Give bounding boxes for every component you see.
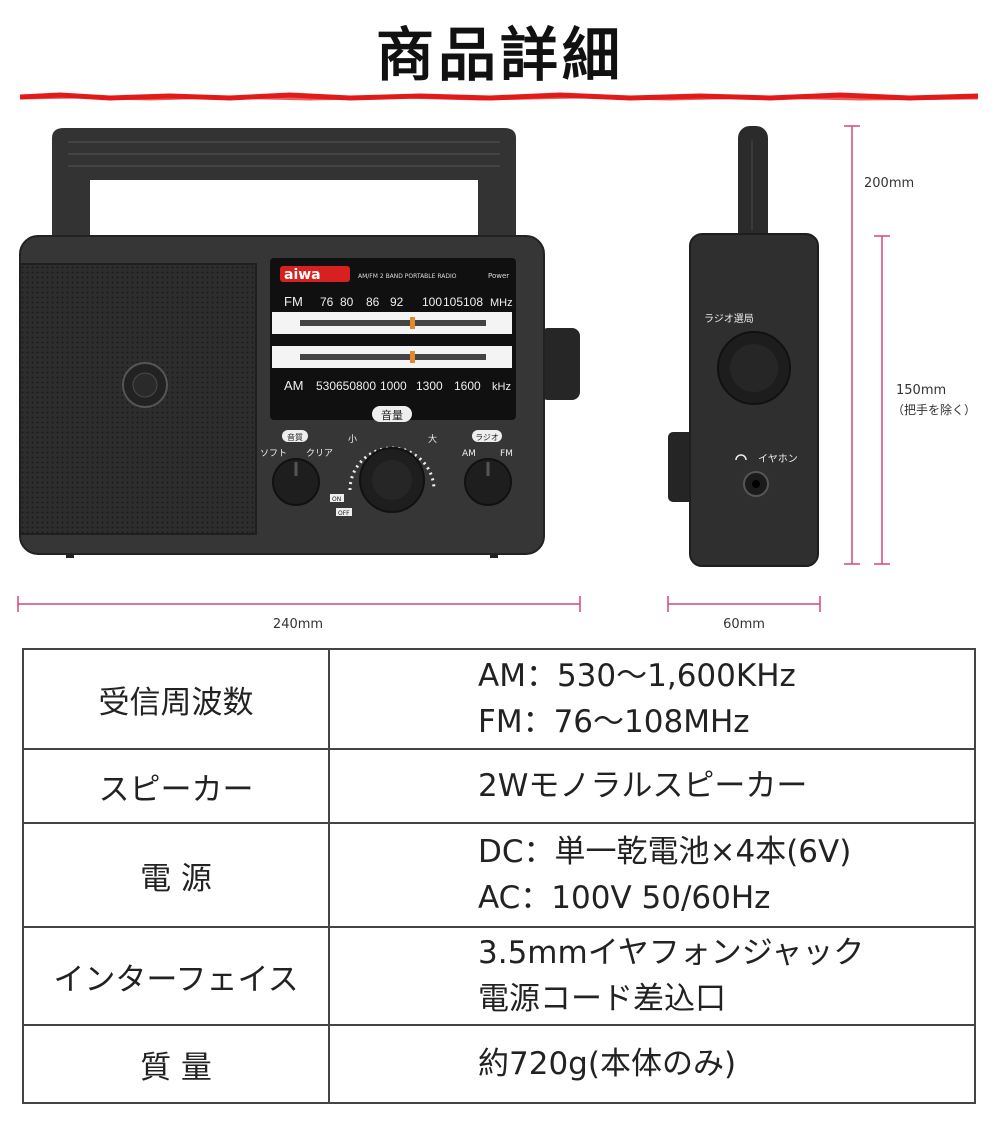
spec-value-line: 約720g(本体のみ) (478, 1046, 737, 1082)
table-row: 電 源 DC：単一乾電池×4本(6V) AC：100V 50/60Hz (22, 822, 976, 928)
spec-label: インターフェイス (22, 926, 330, 1026)
tone-soft-label: ソフト (260, 449, 287, 459)
height-total-dimension: 200mm (864, 176, 914, 191)
band-am-label: AM (462, 449, 476, 459)
spec-value: 3.5mmイヤフォンジャック 電源コード差込口 (328, 926, 976, 1026)
am-pointer (410, 351, 415, 363)
tuning-label: ラジオ選局 (704, 312, 754, 325)
tuning-knob-side (540, 328, 580, 400)
off-label: OFF (338, 510, 350, 517)
dial-panel (270, 258, 516, 420)
spec-value-line: DC：単一乾電池×4本(6V) (478, 834, 852, 870)
am-unit: kHz (492, 381, 511, 393)
radio-side-view: ラジオ選局 イヤホン (668, 126, 819, 567)
fm-unit: MHz (490, 297, 513, 309)
am-tick: 1000 (380, 379, 407, 393)
band-fm-label: FM (500, 449, 513, 459)
spec-label: スピーカー (22, 748, 330, 824)
fm-tick: 92 (390, 295, 404, 309)
am-tick: 800 (356, 379, 376, 393)
tone-clear-label: クリア (306, 448, 333, 459)
fm-tick: 80 (340, 295, 354, 309)
spec-value: 2Wモノラルスピーカー (328, 748, 976, 824)
volume-min-label: 小 (348, 434, 357, 445)
spec-value-line: 2Wモノラルスピーカー (478, 768, 808, 804)
red-divider (20, 92, 978, 101)
am-tick: 1300 (416, 379, 443, 393)
volume-max-label: 大 (428, 433, 437, 445)
fm-band-label: FM (284, 294, 303, 309)
earphone-label: イヤホン (758, 453, 798, 465)
spec-table: 受信周波数 AM：530〜1,600KHz FM：76〜108MHz スピーカー… (22, 648, 976, 1104)
height-body-dimension: 150mm (896, 383, 946, 398)
spec-label: 受信周波数 (22, 648, 330, 750)
on-label: ON (332, 496, 341, 503)
table-row: 質 量 約720g(本体のみ) (22, 1024, 976, 1104)
fm-tick: 76 (320, 295, 334, 309)
am-tick: 530 (316, 379, 336, 393)
spec-value: AM：530〜1,600KHz FM：76〜108MHz (328, 648, 976, 750)
spec-value-line: 3.5mmイヤフォンジャック (478, 935, 865, 971)
fm-tick: 100 (422, 295, 442, 309)
am-tick: 1600 (454, 379, 481, 393)
spec-value: DC：単一乾電池×4本(6V) AC：100V 50/60Hz (328, 822, 976, 928)
fm-tick: 86 (366, 295, 380, 309)
radio-front-view: aiwa AM/FM 2 BAND PORTABLE RADIO Power F… (19, 128, 580, 558)
table-row: インターフェイス 3.5mmイヤフォンジャック 電源コード差込口 (22, 926, 976, 1026)
dimension-lines (17, 125, 890, 612)
spec-value-line: FM：76〜108MHz (478, 704, 750, 740)
spec-value: 約720g(本体のみ) (328, 1024, 976, 1104)
am-band-label: AM (284, 378, 304, 393)
fm-tick: 108 (463, 295, 483, 309)
headphone-icon (735, 454, 747, 461)
carry-handle (52, 128, 516, 240)
power-text: Power (488, 272, 509, 280)
height-note: （把手を除く） (892, 402, 976, 417)
product-figure: aiwa AM/FM 2 BAND PORTABLE RADIO Power F… (17, 125, 976, 632)
spec-value-line: 電源コード差込口 (478, 981, 726, 1017)
table-row: 受信周波数 AM：530〜1,600KHz FM：76〜108MHz (22, 648, 976, 750)
fm-pointer (410, 317, 415, 329)
page-title: 商品詳細 (375, 21, 624, 89)
width-dimension: 240mm (273, 617, 323, 632)
spec-label: 質 量 (22, 1024, 330, 1104)
band-title: ラジオ (475, 433, 499, 442)
spec-label: 電 源 (22, 822, 330, 928)
am-tick: 650 (336, 379, 356, 393)
tone-title: 音質 (287, 432, 303, 442)
spec-value-line: AC：100V 50/60Hz (478, 880, 771, 916)
tone-knob (272, 458, 320, 506)
table-row: スピーカー 2Wモノラルスピーカー (22, 748, 976, 824)
model-text: AM/FM 2 BAND PORTABLE RADIO (358, 273, 457, 280)
fm-tick: 105 (443, 295, 463, 309)
band-knob (464, 458, 512, 506)
spec-value-line: AM：530〜1,600KHz (478, 658, 796, 694)
brand-logo: aiwa (284, 267, 321, 283)
volume-title: 音量 (381, 408, 403, 422)
depth-dimension: 60mm (723, 617, 765, 632)
